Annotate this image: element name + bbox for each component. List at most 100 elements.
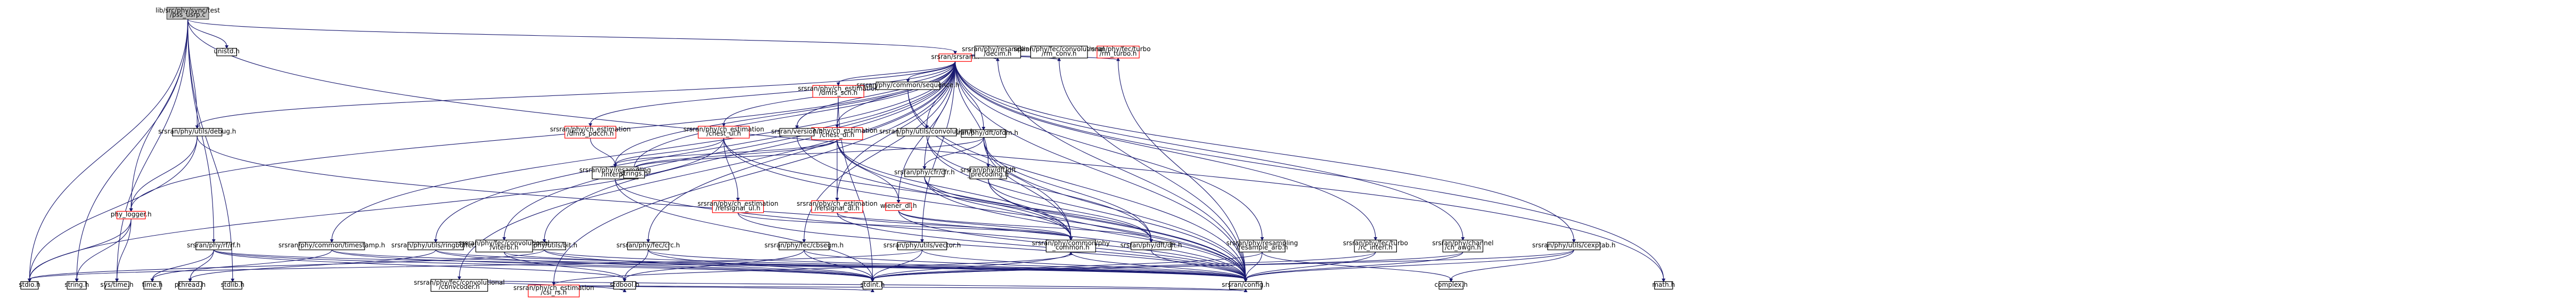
node-config[interactable]: srsran/config.h	[1222, 281, 1270, 290]
node-box	[969, 166, 1007, 180]
node-box	[475, 239, 533, 253]
node-label: /csi_rs.h	[541, 288, 567, 296]
node-systime[interactable]: sys/time.h	[100, 281, 134, 290]
edge-cfr-config	[924, 176, 1246, 280]
edge-bit-config	[544, 249, 1246, 280]
node-ch_dmrs_pdcch[interactable]: srsran/phy/ch_estimation/dmrs_pdcch.h	[550, 125, 631, 139]
node-convcoder[interactable]: srsran/phy/fec/convolutional/convcoder.h	[414, 279, 505, 292]
node-stdint[interactable]: stdint.h	[861, 281, 885, 290]
node-pthread[interactable]: pthread.h	[175, 281, 206, 290]
node-wiener_dl[interactable]: wiener_dl.h	[880, 202, 917, 211]
edge-arrowhead	[1069, 237, 1073, 241]
node-label: srsran/phy/resampling	[1226, 239, 1298, 247]
edge-rm_conv-config	[1059, 58, 1246, 280]
node-box	[172, 128, 223, 136]
node-dft[interactable]: srsran/phy/dft/dft.h	[1121, 241, 1182, 251]
node-sequence[interactable]: srsran/phy/common/sequence.h	[856, 81, 960, 90]
edge-phy_logger-string	[76, 219, 132, 280]
node-ch_awgn[interactable]: srsran/phy/channel/ch_awgn.h	[1432, 239, 1493, 253]
node-timestamp[interactable]: srsran/phy/common/timestamp.h	[279, 241, 385, 251]
node-label: /decim.h	[984, 50, 1011, 57]
edge-root-systime	[116, 19, 189, 280]
edge-srsran-debug	[197, 61, 956, 126]
node-stdlib[interactable]: stdlib.h	[221, 281, 244, 290]
edge-dft_precoding-config	[988, 179, 1246, 280]
node-box	[528, 284, 580, 297]
edge-cfr-phy_common	[924, 176, 1072, 238]
node-box	[974, 45, 1021, 59]
node-srsran[interactable]: srsran/srsran.h	[931, 53, 979, 62]
edge-arrowhead	[896, 200, 901, 204]
node-math[interactable]: math.h	[1652, 281, 1675, 290]
edge-arrowhead	[588, 123, 592, 127]
node-label: srsran/phy/channel	[1432, 239, 1493, 247]
node-label: srsran/phy/utils/debug.h	[158, 127, 236, 135]
node-cfr[interactable]: srsran/phy/cfr/cfr.h	[894, 168, 955, 178]
node-label: srsran/phy/common/sequence.h	[856, 81, 959, 88]
node-dft_precoding[interactable]: srsran/phy/dft/dft_precoding.h	[960, 166, 1016, 180]
edge-chest_dl-interp	[615, 139, 838, 165]
node-rm_conv[interactable]: srsran/phy/fec/convolutional/rm_conv.h	[1013, 45, 1105, 59]
node-crc[interactable]: srsran/phy/fec/crc.h	[617, 241, 680, 251]
node-rf[interactable]: srsran/phy/rf/rf.h	[187, 241, 241, 251]
edge-ch_awgn-config	[1245, 252, 1463, 280]
edge-arrowhead	[552, 282, 556, 286]
node-box	[938, 53, 972, 62]
node-root[interactable]: lib/src/phy/sync/test/pss_usrp.c	[156, 6, 220, 20]
node-decim[interactable]: srsran/phy/resampling/decim.h	[962, 45, 1034, 59]
node-chest_dl[interactable]: srsran/phy/ch_estimation/chest_dl.h	[797, 127, 878, 140]
edge-srsran-interp	[615, 61, 956, 165]
node-convolution[interactable]: srsran/phy/utils/convolution.h	[879, 127, 975, 136]
node-viterbi[interactable]: srsran/phy/fec/convolutional/viterbi.h	[459, 239, 550, 253]
edge-arrowhead	[231, 278, 235, 283]
edge-crc-config	[648, 249, 1246, 280]
node-box	[195, 241, 232, 251]
node-rc_interl[interactable]: srsran/phy/fec/turbo/rc_interl.h	[1343, 239, 1408, 253]
edge-arrowhead	[922, 166, 927, 170]
node-version[interactable]: srsran/version.h	[771, 127, 823, 136]
edge-version-config	[796, 136, 1246, 280]
node-label: srsran/phy/utils/convolution.h	[879, 127, 974, 135]
node-ch_dmrs_sch[interactable]: srsran/phy/ch_estimation/dmrs_sch.h	[798, 85, 879, 98]
node-stdio[interactable]: stdio.h	[19, 281, 40, 290]
node-time[interactable]: time.h	[142, 281, 163, 290]
node-turbo_rm[interactable]: srsran/phy/fec/turbo/rm_turbo.h	[1085, 45, 1151, 59]
node-complex[interactable]: complex.h	[1435, 281, 1468, 290]
node-ringbuffer_cb[interactable]: srsran/phy/utils/cexptab.h	[1532, 241, 1616, 251]
node-phy_common[interactable]: srsran/phy/common/phy_common.h	[1032, 239, 1110, 253]
node-ringbuffer[interactable]: srsran/phy/utils/ringbuffer.h	[391, 241, 480, 251]
edge-bit-stdint	[544, 249, 873, 280]
edge-resample_arb-config	[1245, 252, 1263, 280]
node-label: /ch_awgn.h	[1445, 244, 1481, 251]
edge-turbo_rm-config	[1117, 58, 1246, 280]
node-label: srsran/phy/common/timestamp.h	[279, 241, 385, 249]
node-resample_arb[interactable]: srsran/phy/resampling/resample_arb.h	[1226, 239, 1298, 253]
node-unistd[interactable]: unistd.h	[214, 47, 240, 57]
edge-arrowhead	[953, 51, 957, 55]
node-strings[interactable]: strings.h	[620, 170, 648, 179]
node-phy_logger[interactable]: phy_logger.h	[111, 211, 152, 220]
edge-decim-config	[997, 58, 1246, 280]
node-refsignal_dl[interactable]: srsran/phy/ch_estimation/refsignal_dl.h	[797, 200, 878, 213]
node-label: /interp.h	[602, 171, 629, 178]
node-cbsegm[interactable]: srsran/phy/fec/cbsegm.h	[765, 241, 844, 251]
node-refsignal_ul[interactable]: srsran/phy/ch_estimation/refsignal_ul.h	[698, 200, 779, 213]
node-string[interactable]: string.h	[64, 281, 89, 290]
node-debug[interactable]: srsran/phy/utils/debug.h	[158, 127, 236, 136]
node-label: wiener_dl.h	[880, 202, 917, 210]
node-vector[interactable]: srsran/phy/utils/vector.h	[884, 241, 961, 251]
node-label: srsran/phy/dft/ofdm.h	[949, 129, 1018, 136]
node-stdbool[interactable]: stdbool.h	[610, 281, 640, 290]
edge-dft-config	[1151, 249, 1246, 280]
node-box	[885, 202, 912, 211]
node-ofdm[interactable]: srsran/phy/dft/ofdm.h	[949, 129, 1018, 138]
edge-arrowhead	[1449, 278, 1453, 283]
edge-arrowhead	[906, 79, 910, 83]
node-label: srsran/config.h	[1222, 281, 1270, 288]
node-label: srsran/phy/cfr/cfr.h	[894, 168, 955, 176]
node-ch_csi_rs[interactable]: srsran/phy/ch_estimation/csi_rs.h	[513, 284, 594, 297]
edge-vector-stdio	[29, 249, 923, 280]
edge-ofdm-dft	[983, 137, 1152, 240]
edge-layer	[28, 19, 1666, 292]
node-chest_ul[interactable]: srsran/phy/ch_estimation/chest_ul.h	[683, 125, 764, 139]
